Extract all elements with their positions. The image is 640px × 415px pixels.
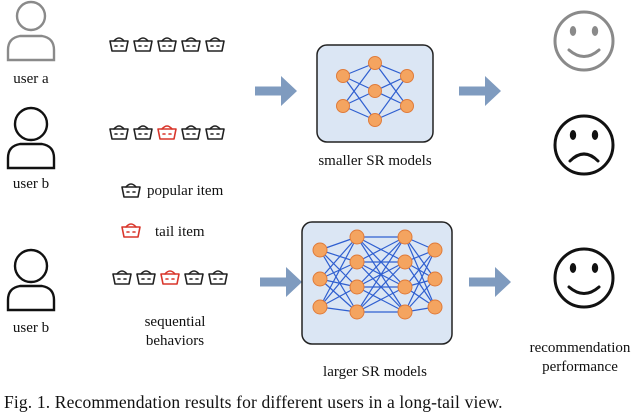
network-edge [404,249,436,313]
neuron [336,69,350,83]
network-edge [404,236,436,308]
neuron [368,113,382,127]
popular-item-icon [136,270,156,285]
popular-item-icon [133,125,153,140]
sequence-label-line2: behaviors [145,333,205,349]
tail-item-icon [160,270,180,285]
neuron [368,56,382,70]
neuron [349,229,365,245]
neuron [397,229,413,245]
smaller-network [336,56,414,127]
item-sequence-user-b-large [112,270,228,285]
network-edge [342,62,376,107]
flow-arrows [255,76,511,297]
sequence-label-line1: sequential [144,314,206,330]
popular-item-icon [112,270,132,285]
item-sequence-user-b-small [109,125,225,140]
sad-face-icon [553,114,615,176]
popular-item-icon [184,270,204,285]
larger-model-label: larger SR models [323,364,427,380]
popular-item-icon [205,37,225,52]
legend-popular-label: popular item [147,183,224,199]
legend-icons [121,183,141,238]
popular-item-icon [157,37,177,52]
arrow-to-smaller-model [255,76,297,106]
network-edge [319,249,358,313]
tail-item-icon [157,125,177,140]
network-nodes [312,229,443,320]
happy-face-gray-icon [553,10,615,72]
neuron [400,99,414,113]
network-edge [356,236,406,288]
neuron [397,304,413,320]
network-edge [374,75,408,121]
figure-caption: Fig. 1. Recommendation results for diffe… [4,392,503,412]
neuron [336,99,350,113]
neuron [400,69,414,83]
popular-item-icon [208,270,228,285]
outcome-label-line1: recommendation [529,340,631,356]
arrow-from-smaller-model [459,76,501,106]
network-edge [319,236,358,280]
happy-face-icon [553,247,615,309]
smaller-model-label: smaller SR models [318,153,432,169]
user-b-top-icon [6,106,56,170]
neuron [312,242,328,258]
user-b-bottom-icon [6,248,56,312]
network-edge [404,261,436,308]
popular-item-icon [133,37,153,52]
neuron [397,254,413,270]
user-b-top-label: user b [12,176,50,192]
larger-network [312,229,443,320]
arrow-from-larger-model [469,267,511,297]
network-edge [356,236,406,313]
neuron [312,299,328,315]
item-sequence-user-a [109,37,225,52]
popular-item-icon [181,125,201,140]
network-nodes [336,56,414,127]
user-a-icon [6,0,56,62]
neuron [349,304,365,320]
network-edge [404,236,436,280]
neuron [349,279,365,295]
neuron [312,271,328,287]
legend-tail-icon [121,223,141,238]
popular-item-icon [109,125,129,140]
popular-item-icon [205,125,225,140]
popular-item-icon [109,37,129,52]
neuron [368,84,382,98]
network-edge [319,261,358,308]
network-edge [356,286,406,313]
network-edge [319,249,358,288]
neuron [427,299,443,315]
neuron [349,254,365,270]
arrow-to-larger-model [260,267,302,297]
popular-item-icon [181,37,201,52]
network-edge [319,236,358,308]
user-b-bottom-label: user b [12,320,50,336]
network-edge [356,261,406,313]
legend-tail-label: tail item [155,224,205,240]
neuron [397,279,413,295]
network-edge [356,236,406,263]
neuron [427,271,443,287]
neuron [427,242,443,258]
network-edge [404,249,436,288]
user-a-label: user a [13,71,49,87]
network-edge [374,62,408,107]
outcome-label-line2: performance [542,359,618,375]
legend-popular-icon [121,183,141,198]
network-edge [319,278,358,313]
